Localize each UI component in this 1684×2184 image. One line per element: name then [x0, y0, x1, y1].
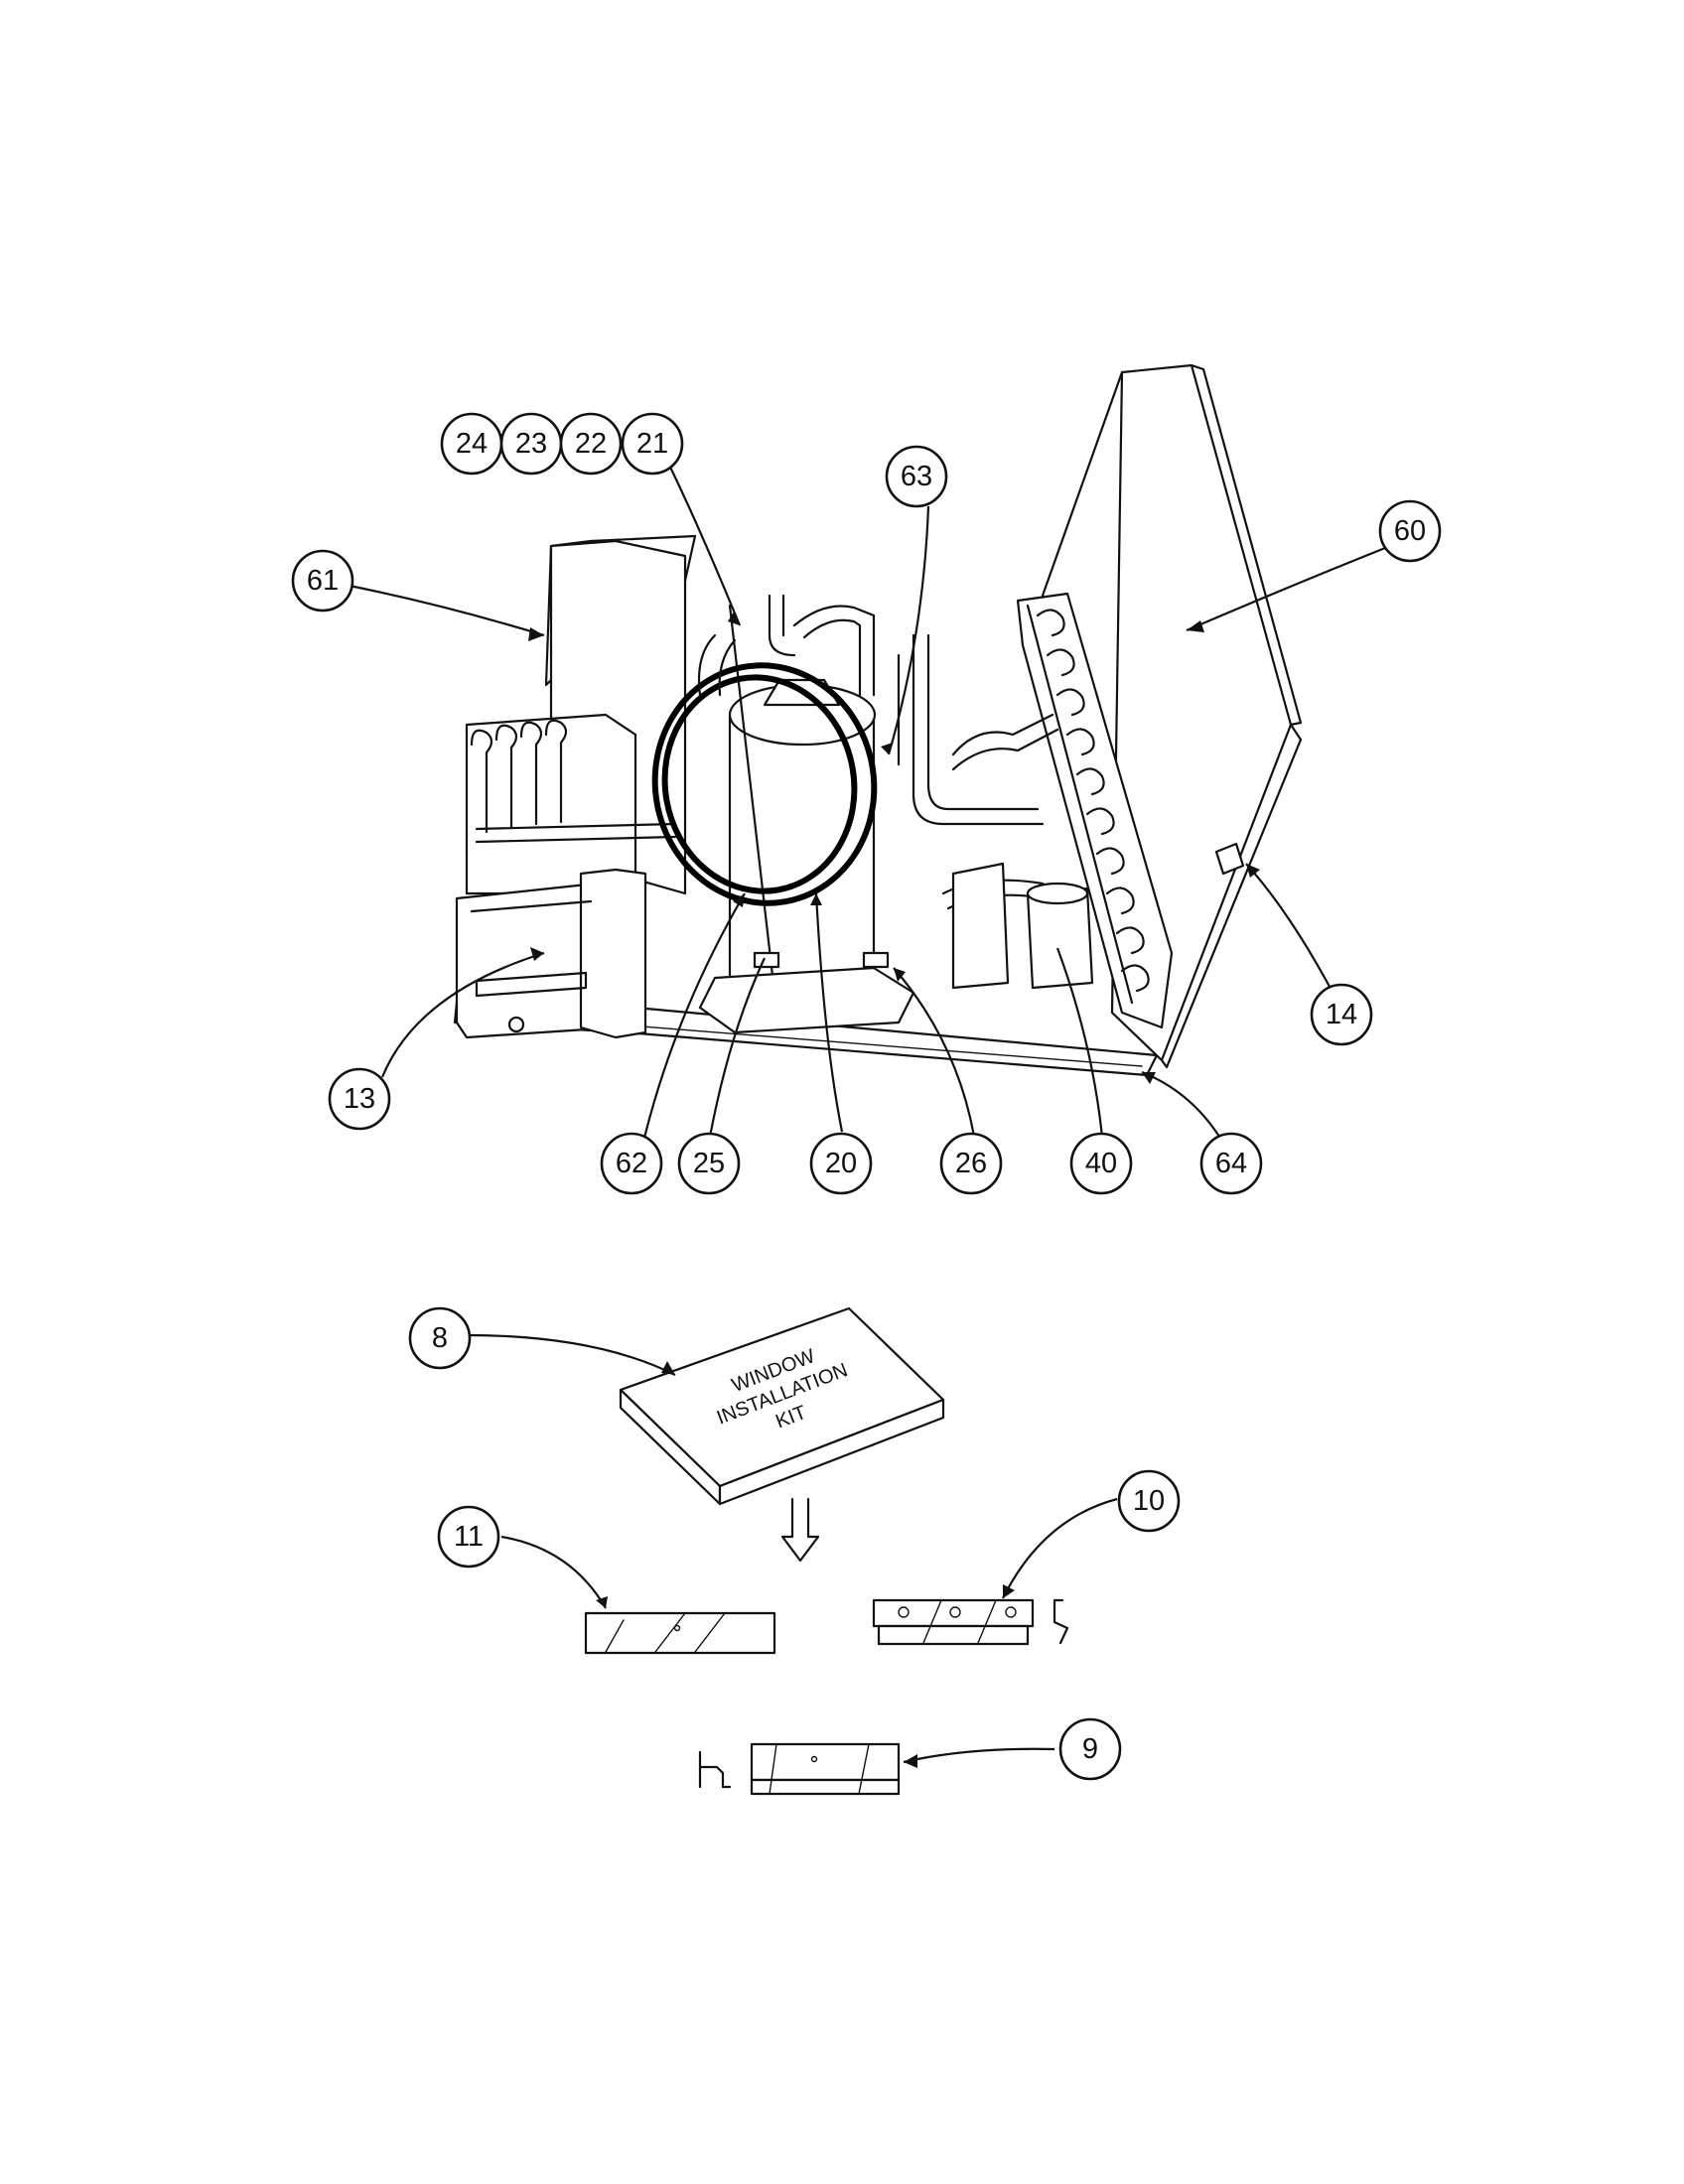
channel-profile-icon — [1052, 1598, 1069, 1645]
callout-40: 40 — [1069, 1132, 1133, 1195]
svg-text:64: 64 — [1215, 1148, 1247, 1179]
chassis-assembly — [453, 363, 1303, 1077]
callout-64: 64 — [1199, 1132, 1263, 1195]
bottom-rail-part-9 — [698, 1742, 901, 1796]
top-channel-part-10 — [872, 1598, 1069, 1646]
control-box — [455, 868, 647, 1039]
callout-63: 63 — [885, 445, 948, 508]
callout-13: 13 — [328, 1067, 391, 1131]
window-installation-kit-box: WINDOW INSTALLATION KIT — [619, 1306, 945, 1506]
callout-22: 22 — [559, 412, 623, 476]
svg-text:26: 26 — [955, 1148, 987, 1179]
compressor-grommet — [753, 951, 890, 969]
svg-text:8: 8 — [432, 1322, 448, 1354]
compressor-heater-band — [651, 662, 878, 906]
callout-10: 10 — [1117, 1469, 1181, 1533]
svg-text:10: 10 — [1133, 1485, 1165, 1517]
svg-text:20: 20 — [825, 1148, 857, 1179]
callout-20: 20 — [809, 1132, 873, 1195]
callout-11: 11 — [437, 1505, 500, 1569]
evaporator-coil-tubes — [470, 719, 677, 844]
side-panel-part-11 — [584, 1611, 776, 1655]
svg-text:21: 21 — [636, 428, 668, 460]
condenser-coil-panel — [1016, 363, 1303, 1069]
callout-8: 8 — [408, 1306, 472, 1370]
callout-24: 24 — [440, 412, 503, 476]
svg-text:13: 13 — [344, 1083, 375, 1115]
svg-text:61: 61 — [307, 565, 339, 597]
arrowheads — [528, 612, 1260, 1768]
evaporator-coil — [465, 534, 697, 895]
rail-profile-icon — [698, 1750, 732, 1789]
svg-text:40: 40 — [1085, 1148, 1117, 1179]
callout-25: 25 — [677, 1132, 741, 1195]
svg-text:24: 24 — [456, 428, 488, 460]
panel-bracket — [1214, 842, 1245, 876]
callout-21: 21 — [621, 412, 684, 476]
down-arrow-icon — [780, 1497, 820, 1563]
svg-text:23: 23 — [515, 428, 547, 460]
leader-lines — [349, 446, 1386, 1764]
callout-14: 14 — [1310, 983, 1373, 1046]
callout-61: 61 — [291, 549, 354, 613]
svg-text:60: 60 — [1394, 515, 1426, 547]
svg-text:14: 14 — [1326, 999, 1357, 1030]
callout-9: 9 — [1058, 1717, 1122, 1781]
svg-text:25: 25 — [693, 1148, 725, 1179]
callout-23: 23 — [499, 412, 563, 476]
svg-text:22: 22 — [575, 428, 607, 460]
svg-text:62: 62 — [616, 1148, 647, 1179]
accumulator — [951, 862, 1094, 990]
callout-26: 26 — [939, 1132, 1003, 1195]
condenser-coil-tubes — [1036, 609, 1150, 993]
callout-60: 60 — [1378, 499, 1442, 563]
svg-text:63: 63 — [901, 461, 932, 492]
svg-text:11: 11 — [454, 1521, 484, 1553]
svg-text:9: 9 — [1082, 1733, 1098, 1765]
callout-62: 62 — [600, 1132, 663, 1195]
